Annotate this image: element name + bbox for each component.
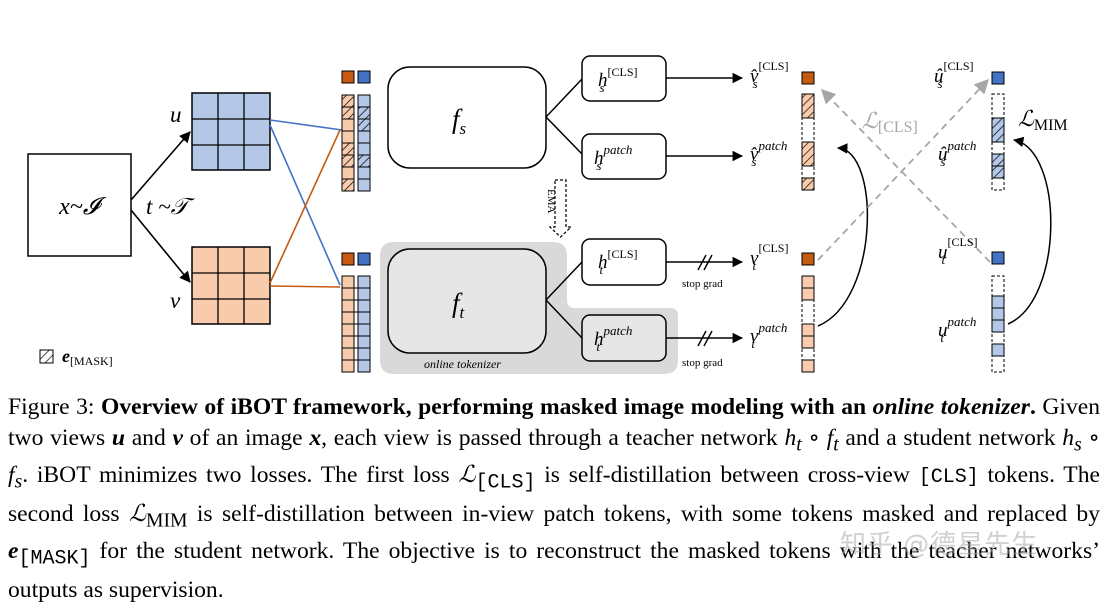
teacher-backbone-label: ft [452, 288, 466, 322]
view-v-patch-grid [191, 246, 271, 325]
teacher-cls-output-label: v[CLS]t [750, 241, 788, 273]
view-u-label: u [170, 102, 182, 127]
input-image-label: x~𝓘 [58, 194, 107, 220]
v-to-student-line [269, 129, 341, 284]
teacher-cls-head-label: h[CLS]t [598, 247, 638, 277]
loss-mim-label: ℒMIM [1018, 106, 1068, 134]
student-u-output-tokens [991, 71, 1005, 191]
view-u-patch-grid [191, 92, 271, 171]
cls-cross-arrow-2 [817, 78, 989, 261]
stop-grad-label-1: stop grad [682, 278, 723, 290]
u-to-student-line [269, 119, 343, 131]
student-backbone-label: fs [452, 104, 467, 138]
mim-curve-u [1007, 136, 1052, 325]
teacher-cls-head-box [581, 238, 667, 286]
ema-arrow: EMA [545, 179, 573, 238]
teacher-v-output-tokens [801, 252, 815, 373]
student-branch-cls [545, 78, 583, 118]
caption-figure-number: Figure 3: [8, 394, 101, 420]
view-v-label: v [170, 288, 181, 313]
student-cls-output-label: v̂[CLS]s [750, 59, 788, 91]
cls-cross-arrow-1 [820, 88, 991, 263]
svg-text:EMA: EMA [545, 189, 557, 214]
mask-legend-label: e[MASK] [62, 346, 113, 368]
student-backbone-box [387, 66, 547, 169]
teacher-branch-cls [545, 261, 583, 301]
stop-grad-label-2: stop grad [682, 357, 723, 369]
input-image-box [27, 153, 132, 257]
u-student-cls-output-label: û[CLS]s [934, 59, 974, 91]
stop-grad-mark-2 [697, 330, 713, 347]
loss-cls-label: ℒ[CLS] [862, 108, 918, 136]
figure-caption: Figure 3: Overview of iBOT framework, pe… [8, 394, 1101, 604]
mim-curve-v [817, 143, 869, 327]
transform-label: t ~𝒯 [146, 194, 196, 219]
stop-grad-mark-1 [697, 254, 713, 271]
watermark: 知乎 @德星先生 [840, 530, 1039, 560]
mask-legend-swatch [39, 349, 54, 364]
teacher-backbone-box [387, 248, 547, 354]
student-input-tokens [341, 70, 371, 192]
u-teacher-cls-output-label: u[CLS]t [938, 235, 978, 267]
caption-title: Overview of iBOT framework, performing m… [100, 394, 1036, 420]
teacher-u-output-tokens [991, 251, 1005, 373]
student-v-output-tokens [801, 71, 815, 191]
student-branch-patch [545, 116, 583, 155]
teacher-branch-patch [545, 299, 583, 339]
online-tokenizer-label: online tokenizer [424, 357, 501, 371]
v-to-teacher-line [269, 285, 341, 288]
ibot-framework-diagram: x~𝓘 t ~𝒯 u v [27, 55, 1068, 374]
arrow-to-view-u [130, 131, 191, 201]
arrow-to-view-v [130, 209, 191, 283]
teacher-input-tokens [341, 252, 371, 373]
student-cls-head-label: h[CLS]s [598, 65, 638, 95]
